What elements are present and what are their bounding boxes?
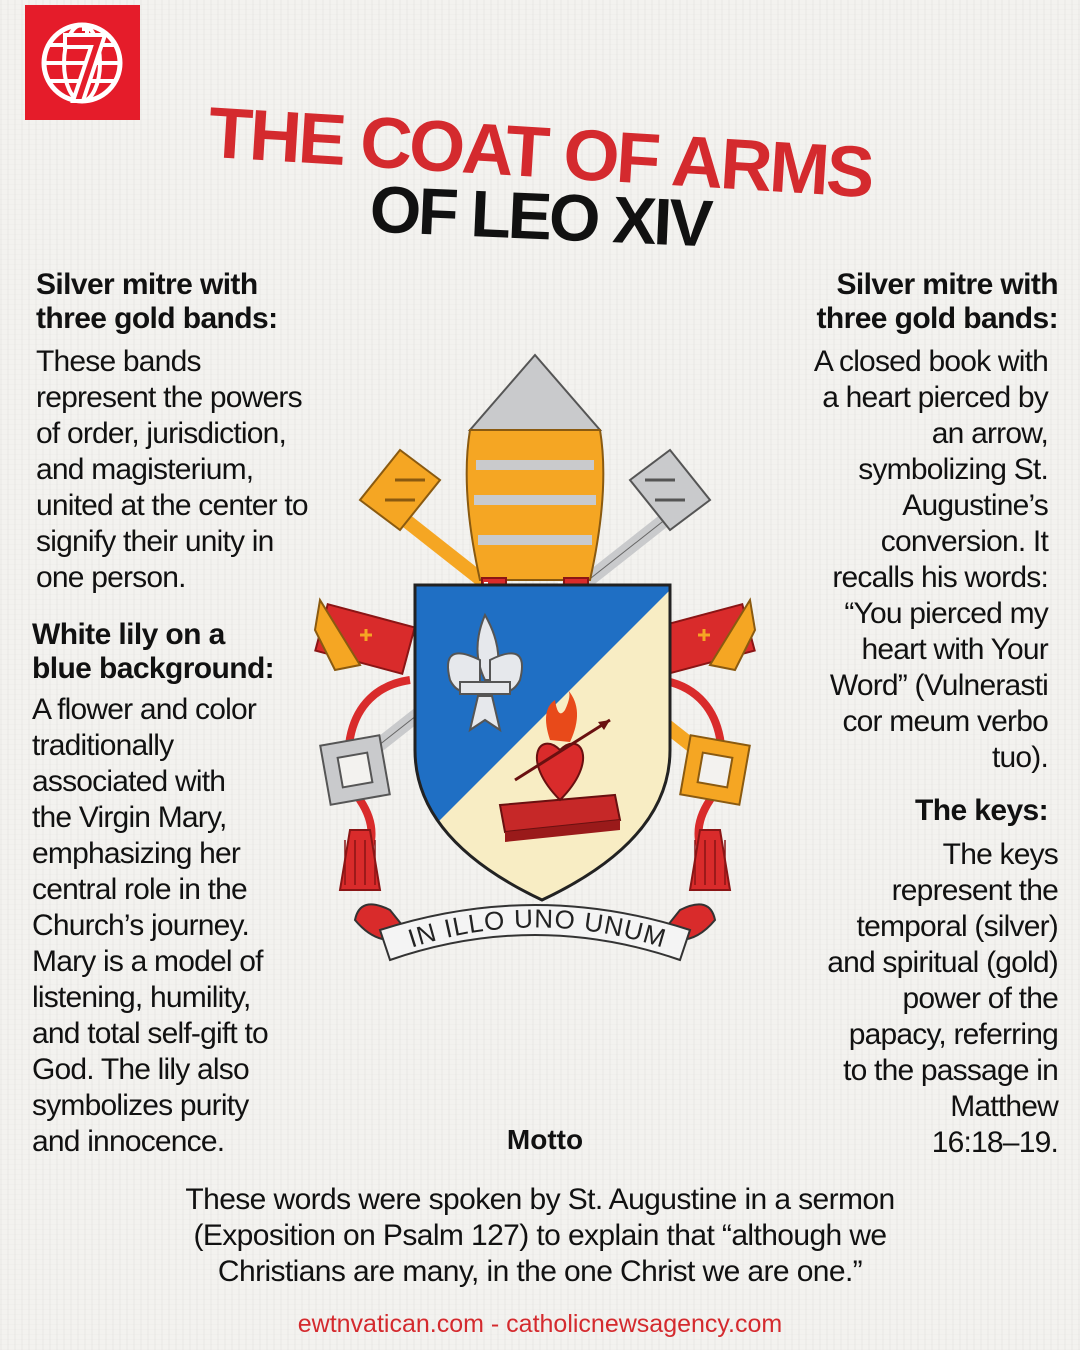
keys-description: The keys represent the temporal (silver)… (758, 837, 1059, 1161)
motto-scroll: IN ILLO UNO UNUM (353, 903, 717, 962)
lily-heading-text: White lily on a blue background: (32, 618, 275, 685)
lily-icon (447, 612, 523, 733)
red-band-left (313, 597, 416, 676)
keys-heading-text: The keys: (915, 794, 1049, 827)
book-description: A closed book with a heart pierced by an… (748, 344, 1049, 776)
mitre-heading-text: Silver mitre with three gold bands: (36, 268, 278, 335)
motto-label: Motto (506, 1124, 584, 1155)
keys-description-text: The keys represent the temporal (silver)… (827, 838, 1059, 1159)
book-heading-text: Silver mitre with three gold bands: (816, 268, 1059, 335)
mitre-heading: Silver mitre with three gold bands: (36, 268, 356, 336)
tassel-left-icon (338, 829, 382, 891)
red-band-right (654, 597, 757, 676)
mitre-icon (465, 353, 605, 619)
coat-of-arms: IN ILLO UNO UNUM (313, 353, 757, 962)
book-heading: Silver mitre with three gold bands: (738, 268, 1059, 336)
mitre-description-text: These bands represent the powers of orde… (36, 345, 309, 594)
ewtn-globe-logo-icon[interactable] (25, 5, 140, 120)
book-description-text: A closed book with a heart pierced by an… (813, 345, 1049, 774)
footer-sources-link[interactable]: ewtnvatican.com - catholicnewsagency.com (297, 1310, 783, 1338)
lily-description-text: A flower and color traditionally associa… (32, 693, 269, 1158)
lily-heading: White lily on a blue background: (32, 618, 332, 686)
mitre-description: These bands represent the powers of orde… (36, 344, 381, 596)
lily-description: A flower and color traditionally associa… (32, 692, 332, 1160)
motto-description: These words were spoken by St. Augustine… (110, 1182, 970, 1290)
book-heart-arrow-icon (498, 690, 622, 842)
keys-heading: The keys: (798, 794, 1049, 828)
motto-description-text: These words were spoken by St. Augustine… (185, 1183, 895, 1288)
tassel-right-icon (688, 829, 732, 891)
